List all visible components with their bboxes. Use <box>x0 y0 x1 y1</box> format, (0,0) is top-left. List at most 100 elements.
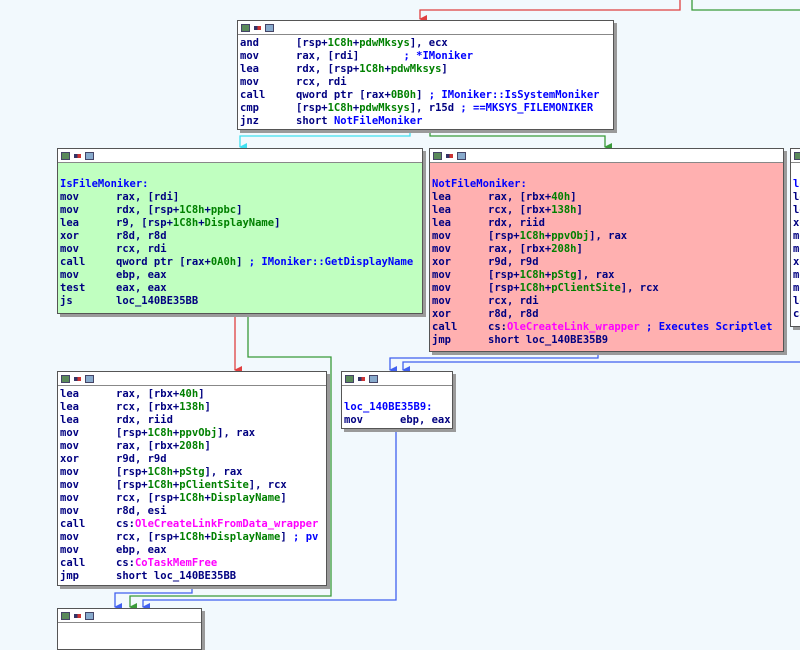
fold-icon[interactable] <box>85 151 94 160</box>
asm-line[interactable]: xo <box>793 256 800 269</box>
edge-red-in <box>419 0 681 23</box>
graph-icon[interactable] <box>61 611 70 620</box>
code-block-bottom[interactable] <box>57 608 202 650</box>
asm-line[interactable]: loc_140BE35B9: <box>344 401 452 414</box>
asm-line[interactable]: mov[rsp+1C8h+pClientSite], rcx <box>60 479 326 492</box>
edge-green-out-top <box>691 0 800 11</box>
asm-line[interactable]: mo <box>793 282 800 295</box>
code-label[interactable]: loc_140BE35B9: <box>344 401 433 413</box>
code-label[interactable]: NotFileMoniker: <box>432 178 527 190</box>
color-icon[interactable] <box>74 376 81 381</box>
color-icon[interactable] <box>74 613 81 618</box>
fold-icon[interactable] <box>265 23 274 32</box>
asm-line[interactable]: NotFileMoniker: <box>432 178 783 191</box>
asm-line[interactable]: ca <box>793 308 800 321</box>
asm-line[interactable]: mov[rsp+1C8h+ppvObj], rax <box>60 427 326 440</box>
graph-icon[interactable] <box>61 151 70 160</box>
code-label[interactable]: IsFileMoniker: <box>60 178 149 190</box>
fold-icon[interactable] <box>85 374 94 383</box>
operand: 138h <box>179 401 205 413</box>
code-label[interactable]: lo <box>793 178 800 190</box>
asm-line[interactable]: mov[rsp+1C8h+pStg], rax <box>60 466 326 479</box>
graph-icon[interactable] <box>241 23 250 32</box>
asm-line[interactable]: mov[rsp+1C8h+ppvObj], rax <box>432 230 783 243</box>
graph-icon[interactable] <box>61 374 70 383</box>
color-icon[interactable] <box>254 25 261 30</box>
asm-line[interactable]: lo <box>793 178 800 191</box>
asm-line[interactable]: mo <box>793 269 800 282</box>
asm-line[interactable] <box>60 165 422 178</box>
asm-line[interactable]: mov[rsp+1C8h+pClientSite], rcx <box>432 282 783 295</box>
operand: rdx, riid <box>116 414 173 426</box>
fold-icon[interactable] <box>85 611 94 620</box>
mnemonic: mov <box>432 230 451 242</box>
graph-icon[interactable] <box>794 151 800 160</box>
asm-line[interactable]: IsFileMoniker: <box>60 178 422 191</box>
operand: 1C8h <box>179 492 205 504</box>
asm-line[interactable]: xo <box>793 217 800 230</box>
fold-icon[interactable] <box>457 151 466 160</box>
asm-line[interactable]: le <box>793 204 800 217</box>
color-icon[interactable] <box>358 376 365 381</box>
asm-line[interactable] <box>793 165 800 178</box>
asm-line[interactable]: cmp[rsp+1C8h+pdwMksys], r15d ; ==MKSYS_F… <box>240 102 613 115</box>
asm-line[interactable]: and[rsp+1C8h+pdwMksys], ecx <box>240 37 613 50</box>
asm-line[interactable]: mov[rsp+1C8h+pStg], rax <box>432 269 783 282</box>
operand: short <box>296 115 334 127</box>
asm-line[interactable]: mo <box>793 230 800 243</box>
graph-icon[interactable] <box>433 151 442 160</box>
asm-line[interactable] <box>344 388 452 401</box>
operand: ebp, eax <box>400 414 451 426</box>
asm-line[interactable]: le <box>793 295 800 308</box>
asm-line[interactable] <box>432 165 783 178</box>
asm-line[interactable]: mo <box>793 243 800 256</box>
graph-icon[interactable] <box>345 374 354 383</box>
fold-icon[interactable] <box>369 374 378 383</box>
color-icon[interactable] <box>446 153 453 158</box>
asm-line[interactable]: le <box>793 191 800 204</box>
color-icon[interactable] <box>74 153 81 158</box>
code-block-right-partial[interactable]: lolelexomomoxomomoleca <box>790 148 800 327</box>
